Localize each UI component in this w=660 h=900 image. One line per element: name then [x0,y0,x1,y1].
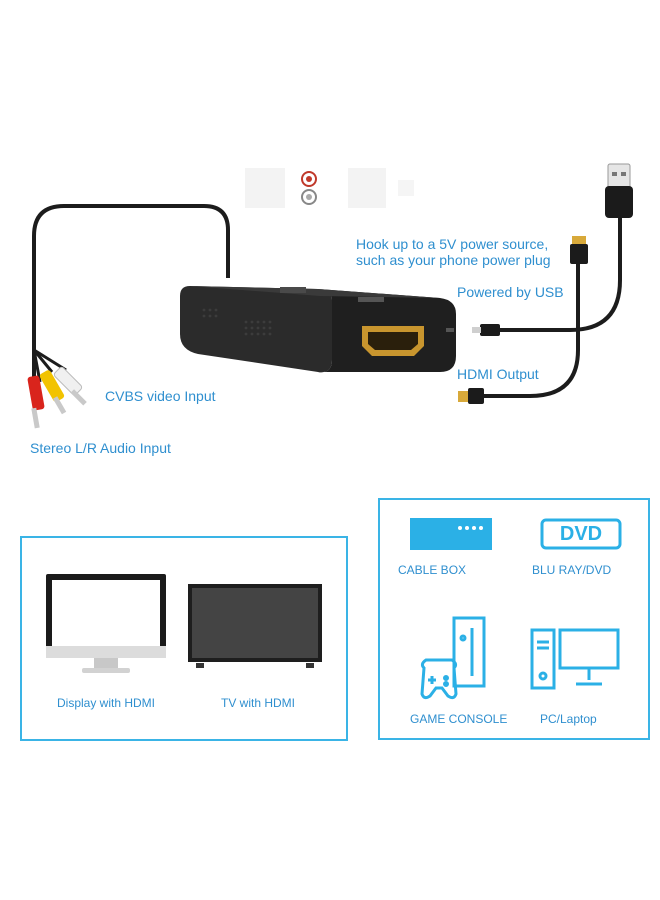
game-console-label: GAME CONSOLE [410,712,508,726]
usb-power-label: Powered by USB [457,284,564,300]
cvbs-input-label: CVBS video Input [105,388,216,404]
av-cable [32,204,230,378]
micro-usb-plug [472,324,500,336]
displays-panel: Display with HDMI TV with HDMI [20,536,348,741]
pc-icon [530,628,620,690]
tv-icon [188,584,322,668]
dvd-icon [540,518,622,550]
monitor-icon [46,574,166,673]
pc-laptop-label: PC/Laptop [540,712,597,726]
rca-plug-red [27,375,45,429]
converter-illustration [27,163,633,429]
cable-box-label: CABLE BOX [398,563,467,577]
background-mark [348,168,386,208]
dvd-icon-text: DVD [559,523,603,545]
hdmi-output-label: HDMI Output [457,366,539,382]
usb-a-plug [605,163,633,218]
hdmi-plug-top [570,236,588,264]
game-console-icon [420,616,486,700]
audio-input-label: Stereo L/R Audio Input [30,440,171,456]
sources-icons [410,518,622,700]
product-diagram: Hook up to a 5V power source, such as yo… [0,150,660,470]
usb-cable [500,216,622,332]
rca-jack-icon [301,171,317,205]
hdmi-cable [484,262,580,398]
rca-plug-white [53,366,87,406]
power-source-line2: such as your phone power plug [356,252,551,268]
background-mark [398,180,414,196]
rca-plug-yellow [39,370,67,415]
bluray-dvd-label: BLU RAY/DVD [532,563,612,577]
display-hdmi-label: Display with HDMI [56,696,155,710]
hdmi-plug-bottom [458,388,484,404]
converter-box [180,286,456,373]
sources-panel: DVD CABLE BOX BLU RAY/DVD GAME CONSOLE P… [378,498,650,740]
cable-box-icon [410,518,492,550]
displays-icons [46,574,322,673]
power-source-label: Hook up to a 5V power source, such as yo… [356,236,551,268]
power-source-line1: Hook up to a 5V power source, [356,236,549,252]
tv-hdmi-label: TV with HDMI [220,696,295,710]
background-mark [245,168,285,208]
